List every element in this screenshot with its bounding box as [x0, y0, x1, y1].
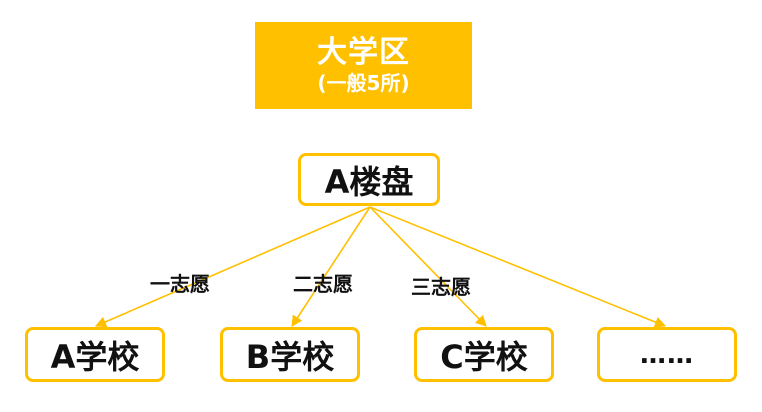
school-district-subtitle: (一般5所) — [317, 70, 410, 95]
more-schools-node: …… — [597, 327, 737, 382]
school-district-box: 大学区 (一般5所) — [255, 22, 472, 109]
school-district-title: 大学区 — [317, 34, 410, 70]
edge-to-school-c — [369, 206, 487, 327]
edge-to-more-schools — [369, 206, 667, 328]
school-a-node: A学校 — [25, 327, 165, 382]
school-b-node: B学校 — [220, 327, 360, 382]
edge-to-school-a — [94, 206, 371, 328]
second-choice-label: 二志愿 — [293, 272, 353, 296]
first-choice-label: 一志愿 — [150, 272, 210, 296]
third-choice-label: 三志愿 — [411, 275, 471, 299]
school-c-node: C学校 — [414, 327, 554, 382]
housing-estate-node: A楼盘 — [298, 153, 440, 206]
edge-to-school-b — [291, 206, 371, 327]
